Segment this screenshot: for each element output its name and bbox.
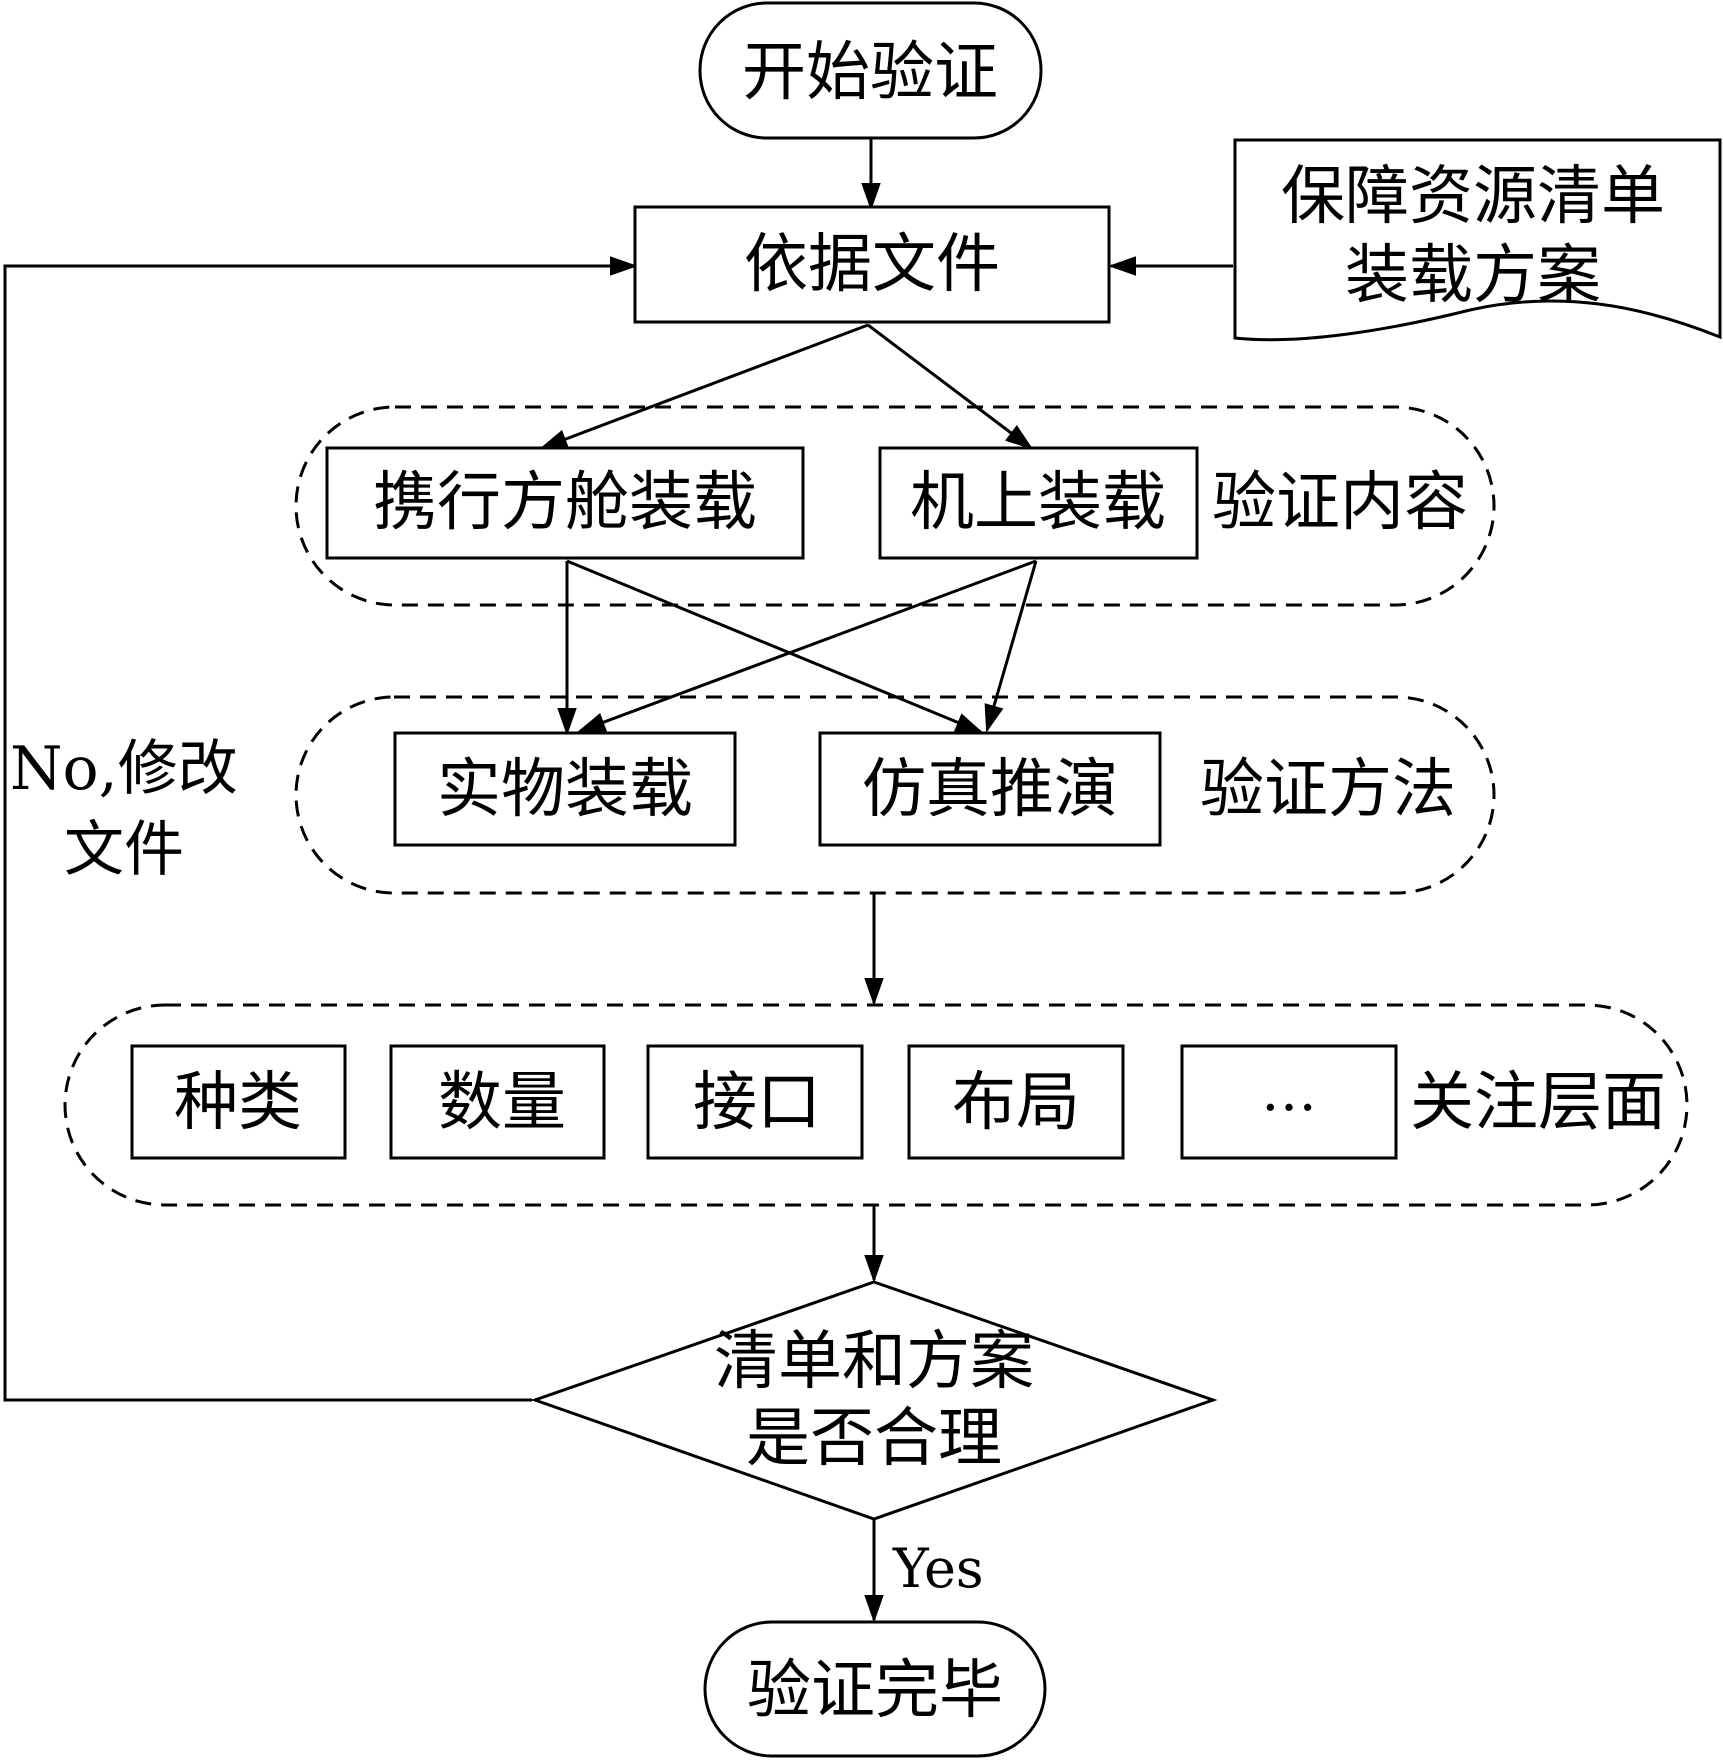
method-item1-label: 实物装载 — [437, 753, 693, 827]
focus-item-label: 数量 — [438, 1066, 566, 1140]
decision-node — [530, 1280, 1218, 1521]
no-branch-line1: No,修改 — [10, 734, 238, 804]
method-item2-label: 仿真推演 — [862, 753, 1118, 827]
content-item2-node — [878, 446, 1199, 560]
method-item2-node — [818, 731, 1162, 847]
resource-document-node — [1233, 138, 1722, 342]
start-node — [698, 1, 1043, 140]
edge-basis-to-content1 — [539, 323, 869, 450]
focus-group-label: 关注层面 — [1410, 1066, 1666, 1140]
focus-item-label: 接口 — [693, 1066, 821, 1140]
content-group-label: 验证内容 — [1212, 466, 1468, 540]
focus-item-node — [1180, 1044, 1398, 1160]
start-label: 开始验证 — [742, 36, 998, 110]
content-item1-label: 携行方舱装载 — [373, 466, 757, 540]
focus-item-node — [646, 1044, 864, 1160]
edges — [3, 138, 1233, 1623]
focus-item-node — [130, 1044, 347, 1160]
end-node — [703, 1620, 1047, 1758]
decision-line2: 是否合理 — [746, 1402, 1002, 1476]
method-group-label: 验证方法 — [1200, 753, 1456, 827]
end-label: 验证完毕 — [747, 1654, 1003, 1728]
focus-item-label: 布局 — [952, 1066, 1080, 1140]
content-group — [294, 405, 1496, 607]
decision-line1: 清单和方案 — [714, 1325, 1034, 1399]
yes-branch-label: Yes — [892, 1537, 984, 1600]
edge-basis-to-content2 — [867, 323, 1034, 450]
focus-item-node — [389, 1044, 606, 1160]
document-line1: 保障资源清单 — [1281, 160, 1665, 234]
edge-no-loop — [3, 256, 638, 1402]
method-item1-node — [393, 731, 737, 847]
basis-label: 依据文件 — [744, 228, 1000, 302]
no-branch-line2: 文件 — [64, 815, 184, 885]
edge-content2-to-method2 — [984, 560, 1038, 733]
focus-item-label: … — [1261, 1059, 1317, 1124]
edge-content2-to-method1 — [577, 559, 1037, 733]
edge-content1-to-method2 — [566, 559, 984, 734]
focus-item-label: 种类 — [174, 1066, 302, 1140]
content-item2-label: 机上装载 — [910, 466, 1166, 540]
basis-node — [633, 205, 1111, 324]
focus-item-node — [907, 1044, 1125, 1160]
content-item1-node — [325, 446, 805, 560]
document-line2: 装载方案 — [1345, 239, 1601, 313]
